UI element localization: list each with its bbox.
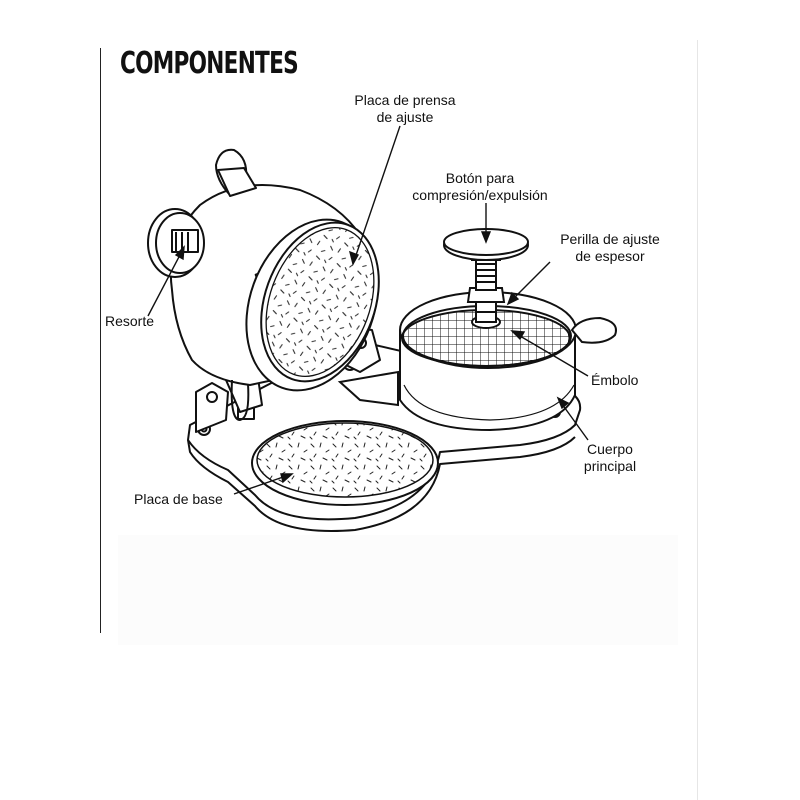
label-line: de ajuste xyxy=(376,109,434,125)
label-base-plate: Placa de base xyxy=(134,491,223,507)
label-line: principal xyxy=(583,458,637,474)
label-thickness-knob: Perilla de ajuste de espesor xyxy=(535,231,685,265)
base-plate-patty xyxy=(251,420,439,506)
label-spring: Resorte xyxy=(105,313,155,329)
label-plunger: Émbolo xyxy=(591,372,639,388)
label-line: Perilla de ajuste xyxy=(560,231,660,247)
adjustable-press-plate xyxy=(260,221,380,383)
page-left-rule xyxy=(100,48,101,633)
label-main-body: Cuerpo principal xyxy=(565,441,655,475)
page-right-edge xyxy=(697,40,698,800)
label-line: compresión/expulsión xyxy=(412,187,548,203)
label-adjustable-press-plate: Placa de prensa de ajuste xyxy=(330,92,480,126)
plunger-assembly xyxy=(466,257,506,329)
label-line: Cuerpo xyxy=(587,441,633,457)
leader-lines xyxy=(147,125,589,495)
label-line: Placa de prensa xyxy=(354,92,456,108)
label-compression-button: Botón para compresión/expulsión xyxy=(395,170,565,204)
faint-background-panel xyxy=(118,535,678,645)
page-title: COMPONENTES xyxy=(120,46,299,81)
label-line: de espesor xyxy=(575,248,645,264)
label-line: Botón para xyxy=(445,170,515,186)
